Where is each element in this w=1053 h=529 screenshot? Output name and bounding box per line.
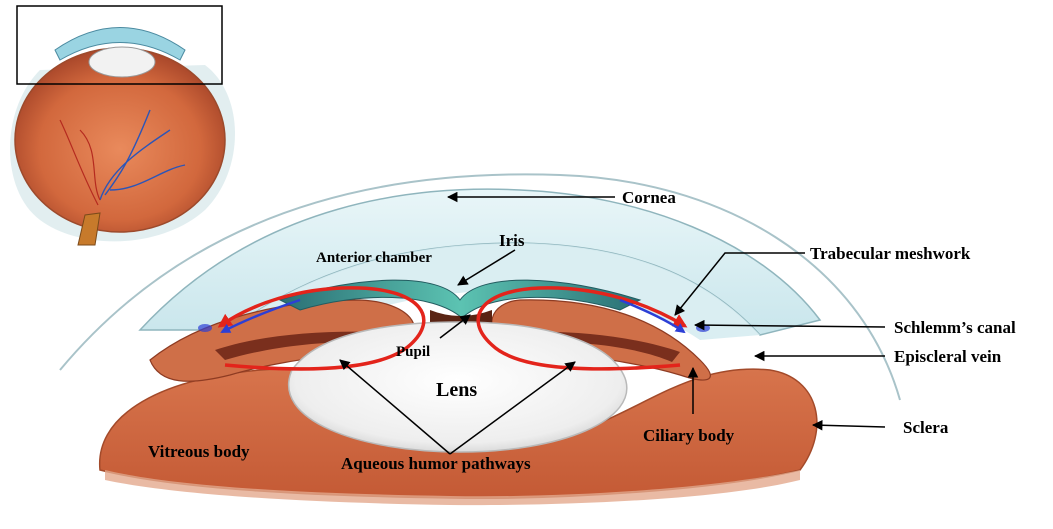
label-lens: Lens [436, 379, 477, 401]
left-schlemms-canal [198, 324, 212, 332]
label-vitreous-body: Vitreous body [148, 442, 250, 461]
sclera-leader [813, 425, 885, 427]
label-anterior-chamber: Anterior chamber [316, 250, 432, 266]
label-iris: Iris [499, 231, 525, 250]
label-cornea: Cornea [622, 188, 676, 207]
label-trabecular-meshwork: Trabecular meshwork [810, 244, 971, 263]
label-ciliary-body: Ciliary body [643, 426, 735, 445]
label-schlemms-canal: Schlemm’s canal [894, 318, 1016, 337]
label-aqueous-pathways: Aqueous humor pathways [341, 454, 531, 473]
label-sclera: Sclera [903, 418, 949, 437]
inset-lens [89, 47, 155, 77]
label-episcleral-vein: Episcleral vein [894, 347, 1002, 366]
inset-whole-eye [10, 6, 235, 245]
label-pupil: Pupil [396, 344, 430, 360]
